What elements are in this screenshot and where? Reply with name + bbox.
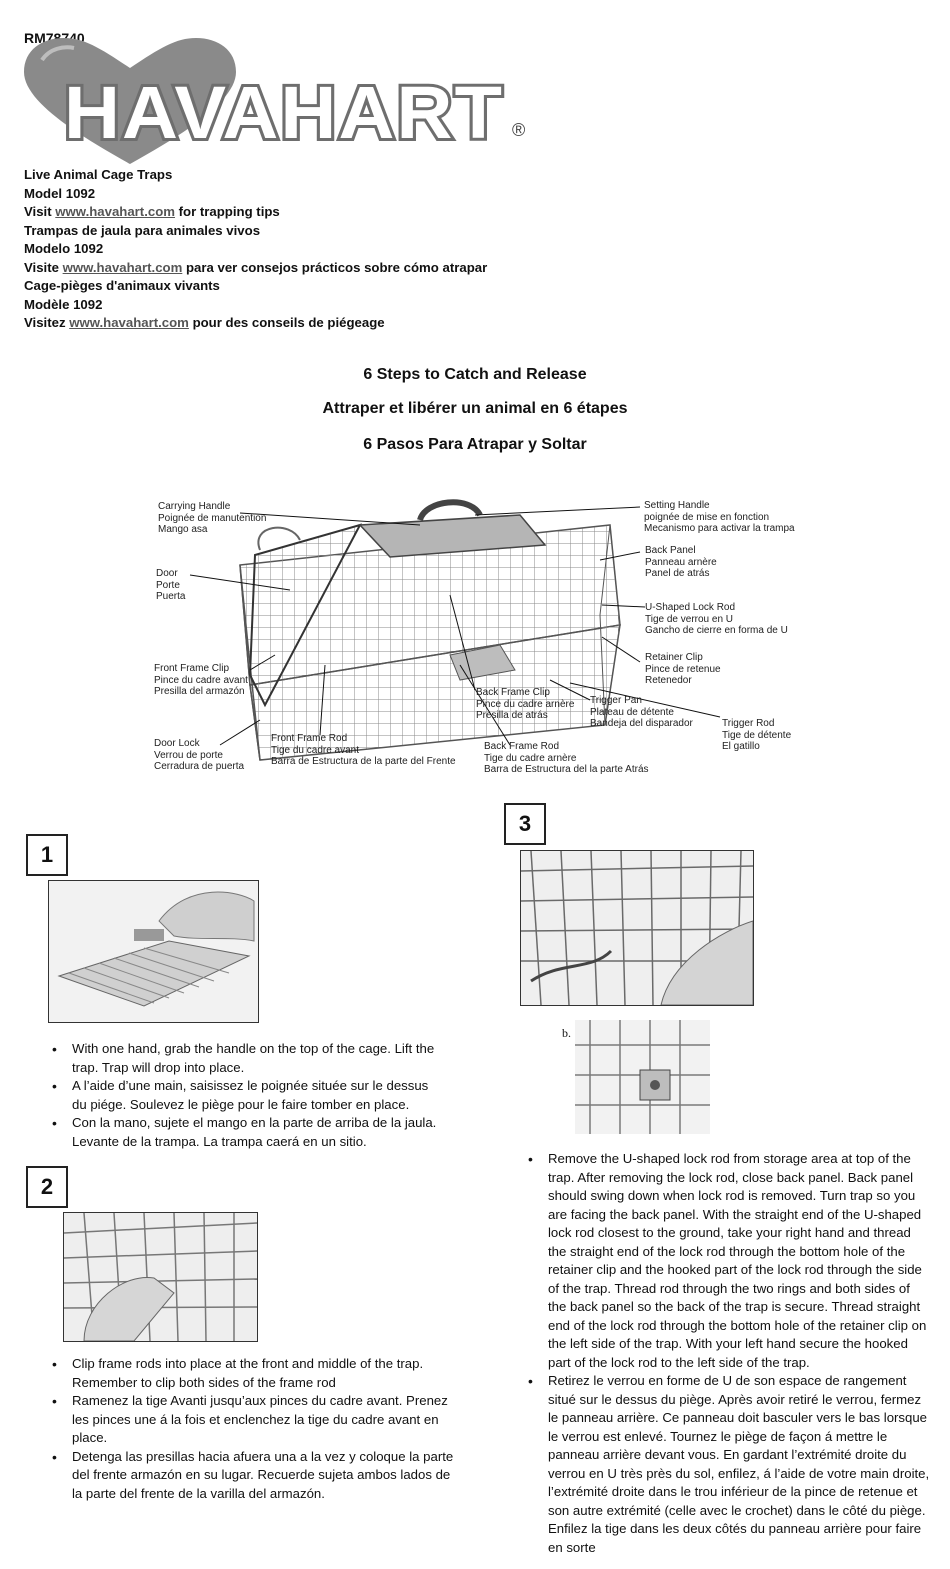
step-2-bullet-es: Detenga las presillas hacia afuera una a…	[24, 1448, 464, 1504]
diagram-label-line: Back Frame Clip	[476, 687, 550, 698]
step-3-bullet-en: Remove the U-shaped lock rod from storag…	[500, 1150, 930, 1372]
diagram-label-line: Poignée de manutention	[158, 512, 267, 524]
header-line-prefix: Visite	[24, 259, 63, 275]
diagram-label-line: Gancho de cierre en forma de U	[645, 625, 788, 636]
header-line: Visit www.havahart.com for trapping tips	[24, 203, 487, 222]
header-line: Live Animal Cage Traps	[24, 167, 173, 182]
step-3-sub-label: b.	[562, 1026, 571, 1040]
diagram-label-line: Pince de retenue	[645, 663, 721, 675]
step-2-bullet-en: Clip frame rods into place at the front …	[24, 1355, 464, 1392]
diagram-label-line: Pince du cadre arnère	[476, 698, 575, 710]
step-1-bullet-es: Con la mano, sujete el mango en la parte…	[24, 1114, 444, 1151]
step-2-bullet-fr: Ramenez la tige Avanti jusqu’aux pinces …	[24, 1392, 464, 1448]
step-3-bullet-fr: Retirez le verrou en forme de U de son e…	[500, 1372, 930, 1557]
diagram-label-line: Puerta	[156, 591, 186, 602]
header-line-prefix: Visit	[24, 204, 56, 219]
diagram-label-line: Panneau arnère	[645, 556, 717, 568]
heart-icon	[24, 38, 236, 164]
registered-mark: ®	[512, 120, 525, 140]
diagram-label-line: Door	[156, 568, 178, 579]
diagram-label-line: U-Shaped Lock Rod	[645, 602, 736, 613]
diagram-label-line: Door Lock	[154, 738, 200, 749]
diagram-label-line: Tige de verrou en U	[645, 613, 734, 625]
diagram-label-line: Presilla de atrás	[476, 710, 548, 721]
header-line: Trampas de jaula para animales vivos	[24, 222, 261, 238]
diagram-label-line: Barra de Estructura de la parte del Fren…	[271, 756, 456, 767]
havahart-link[interactable]: www.havahart.com	[69, 315, 189, 330]
havahart-logo: HAVAHART ®	[24, 38, 525, 164]
diagram-label-line: Verrou de porte	[154, 749, 223, 761]
diagram-label-line: Tige du cadre arnère	[484, 752, 577, 764]
step-3-photo-b	[575, 1020, 710, 1134]
diagram-label-line: Back Frame Rod	[484, 741, 560, 752]
header-line: Cage-pièges d'animaux vivants	[24, 278, 220, 293]
diagram-label-line: Tige du cadre avant	[271, 744, 360, 756]
header-line-prefix: Visitez	[24, 315, 70, 330]
step-2-photo	[63, 1212, 258, 1342]
diagram-label-line: Cerradura de puerta	[154, 761, 245, 772]
step-1-bullet-en: With one hand, grab the handle on the to…	[24, 1040, 444, 1077]
header-line-suffix: for trapping tips	[174, 204, 280, 219]
header-line: Visitez www.havahart.com pour des consei…	[24, 314, 487, 333]
diagram-label-line: Bandeja del disparador	[590, 718, 693, 729]
diagram-label-line: Front Frame Rod	[271, 733, 348, 744]
step-2-bullets: Clip frame rods into place at the front …	[24, 1355, 464, 1503]
title-en: 6 Steps to Catch and Release	[363, 366, 587, 383]
title-es: 6 Pasos Para Atrapar y Soltar	[363, 436, 587, 453]
header-line: Modelo 1092	[24, 241, 104, 256]
diagram-label-line: Mango asa	[158, 524, 208, 535]
diagram-label-line: Mecanismo para activar la trampa	[644, 523, 795, 534]
diagram-label-line: Trigger Rod	[722, 718, 775, 729]
diagram-label-line: Setting Handle	[644, 500, 710, 511]
cage-illustration	[189, 499, 721, 761]
step-3-photo-a	[520, 850, 754, 1006]
diagram-label-line: Presilla del armazón	[154, 686, 245, 697]
title-fr: Attraper et libérer un animal en 6 étape…	[322, 400, 628, 417]
diagram-label-line: Pince du cadre avant	[154, 674, 248, 686]
havahart-link[interactable]: www.havahart.com	[62, 259, 183, 275]
header-line: Visite www.havahart.com para ver consejo…	[24, 259, 487, 278]
havahart-link[interactable]: www.havahart.com	[55, 204, 175, 219]
step-3-number: 3	[504, 803, 546, 845]
diagram-label-line: Porte	[156, 579, 180, 591]
logo-wordmark: HAVAHART	[64, 71, 504, 154]
step-3-bullets: Remove the U-shaped lock rod from storag…	[500, 1150, 930, 1557]
diagram-label-line: Barra de Estructura del la parte Atrás	[484, 764, 649, 775]
header-line-suffix: pour des conseils de piégeage	[188, 315, 385, 330]
diagram-label-line: Trigger Pan	[590, 695, 642, 706]
step-1-bullets: With one hand, grab the handle on the to…	[24, 1040, 444, 1151]
step-1-bullet-fr: A l’aide d’une main, saisissez le poigné…	[24, 1077, 444, 1114]
diagram-label-line: Panel de atrás	[645, 568, 710, 579]
diagram-label-line: Retainer Clip	[645, 652, 703, 663]
diagram-label-line: Front Frame Clip	[154, 663, 230, 674]
diagram-label-line: Retenedor	[645, 675, 692, 686]
header-line-suffix: para ver consejos prácticos sobre cómo a…	[182, 259, 488, 275]
diagram-label-line: poignée de mise en fonction	[644, 511, 770, 523]
diagram-label-line: Back Panel	[645, 545, 696, 556]
step-1-photo	[48, 880, 259, 1023]
step-2-number: 2	[26, 1166, 68, 1208]
step-1-number: 1	[26, 834, 68, 876]
header-line: Model 1092	[24, 185, 96, 201]
diagram-label-line: El gatillo	[722, 741, 760, 752]
diagram-label-line: Tige de détente	[722, 729, 792, 741]
header-line: Modèle 1092	[24, 296, 103, 312]
diagram-label-line: Plateau de détente	[590, 706, 674, 718]
diagram-label-line: Carrying Handle	[158, 501, 231, 512]
